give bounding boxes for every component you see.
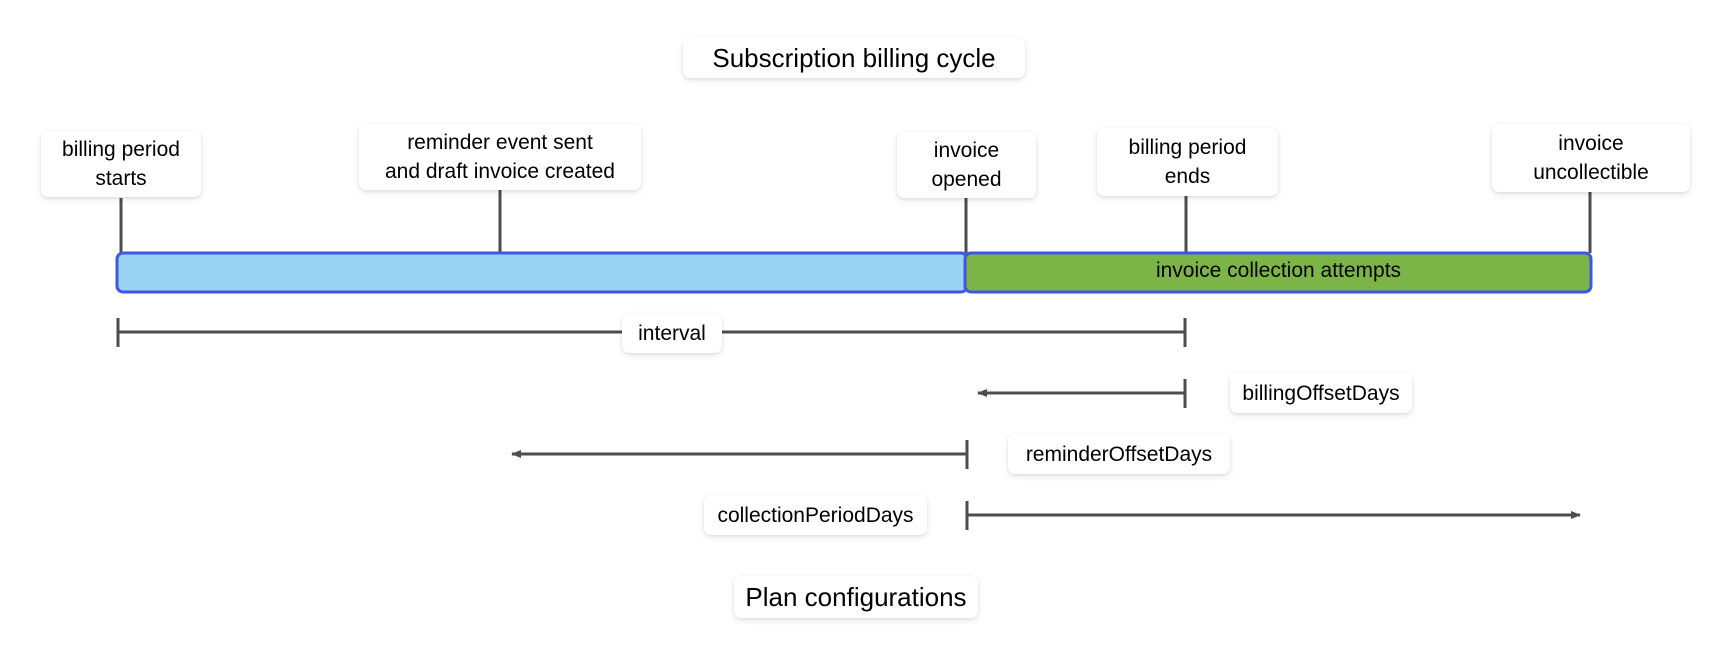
config-interval: interval <box>622 313 722 353</box>
config-collection-period-days: collectionPeriodDays <box>704 495 927 535</box>
plan-configurations-title: Plan configurations <box>734 576 978 618</box>
reminder-offset-arrow <box>511 440 969 469</box>
billing-period-bar <box>115 251 969 294</box>
collection-attempts-label: invoice collection attempts <box>1155 259 1402 282</box>
event-uncollectible: invoice uncollectible <box>1492 124 1690 192</box>
event-connectors <box>119 190 1592 253</box>
event-invoice-opened: invoice opened <box>897 132 1036 198</box>
billing-offset-arrow <box>977 379 1187 408</box>
event-period-end: billing period ends <box>1097 128 1278 196</box>
event-period-start: billing period starts <box>41 131 201 197</box>
diagram-title: Subscription billing cycle <box>683 38 1025 78</box>
interval-span <box>116 318 1187 347</box>
collection-period-arrow <box>965 501 1581 530</box>
config-reminder-offset-days: reminderOffsetDays <box>1008 434 1230 474</box>
collection-attempts-bar <box>963 251 1593 294</box>
event-reminder: reminder event sent and draft invoice cr… <box>359 124 641 190</box>
config-billing-offset-days: billingOffsetDays <box>1230 373 1412 413</box>
